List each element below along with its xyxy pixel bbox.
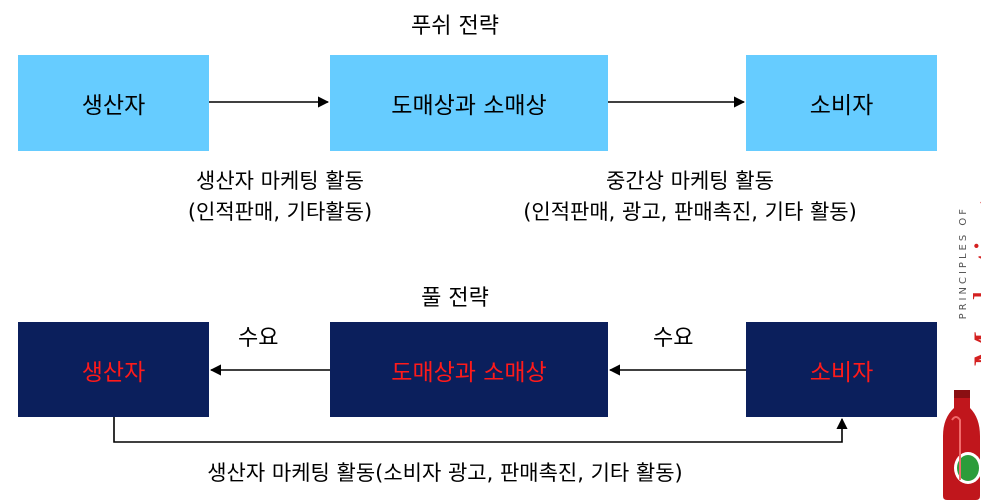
bottle-logo-image — [943, 390, 981, 500]
push-strategy-title: 푸쉬 전략 — [411, 14, 499, 39]
push-producer-activities-line1: 생산자 마케팅 활동 — [196, 169, 364, 193]
pull-demand-label-right: 수요 — [653, 326, 694, 351]
push-producer-label: 생산자 — [81, 93, 146, 119]
pull-arrow-producer-to-consumer — [113, 417, 848, 443]
push-intermediary-activities-line2: (인적판매, 광고, 판매촉진, 기타 활동) — [523, 200, 857, 224]
pull-demand-label-left: 수요 — [238, 326, 279, 351]
pull-strategy-title: 풀 전략 — [421, 286, 489, 311]
push-consumer-label: 소비자 — [809, 93, 874, 119]
push-intermediary-activities-line1: 중간상 마케팅 활동 — [606, 169, 774, 193]
push-intermediary-activities-caption: 중간상 마케팅 활동 (인적판매, 광고, 판매촉진, 기타 활동) — [450, 166, 930, 228]
pull-consumer-box: 소비자 — [746, 322, 937, 417]
pull-producer-box: 생산자 — [18, 322, 209, 417]
brand-watermark: PRINCIPLES OF Marketing — [942, 200, 981, 501]
push-intermediary-box: 도매상과 소매상 — [330, 55, 608, 151]
push-producer-box: 생산자 — [18, 55, 209, 151]
push-consumer-box: 소비자 — [746, 55, 937, 151]
push-producer-activities-caption: 생산자 마케팅 활동 (인적판매, 기타활동) — [140, 166, 420, 228]
pull-intermediary-box: 도매상과 소매상 — [330, 322, 608, 417]
push-producer-activities-line2: (인적판매, 기타활동) — [187, 200, 373, 224]
brand-title: Marketing — [965, 200, 981, 367]
pull-producer-label: 생산자 — [81, 359, 146, 386]
pull-intermediary-label: 도매상과 소매상 — [391, 359, 547, 386]
push-intermediary-label: 도매상과 소매상 — [391, 93, 547, 119]
pull-producer-activities-caption: 생산자 마케팅 활동(소비자 광고, 판매촉진, 기타 활동) — [207, 461, 683, 485]
pull-consumer-label: 소비자 — [809, 359, 874, 386]
